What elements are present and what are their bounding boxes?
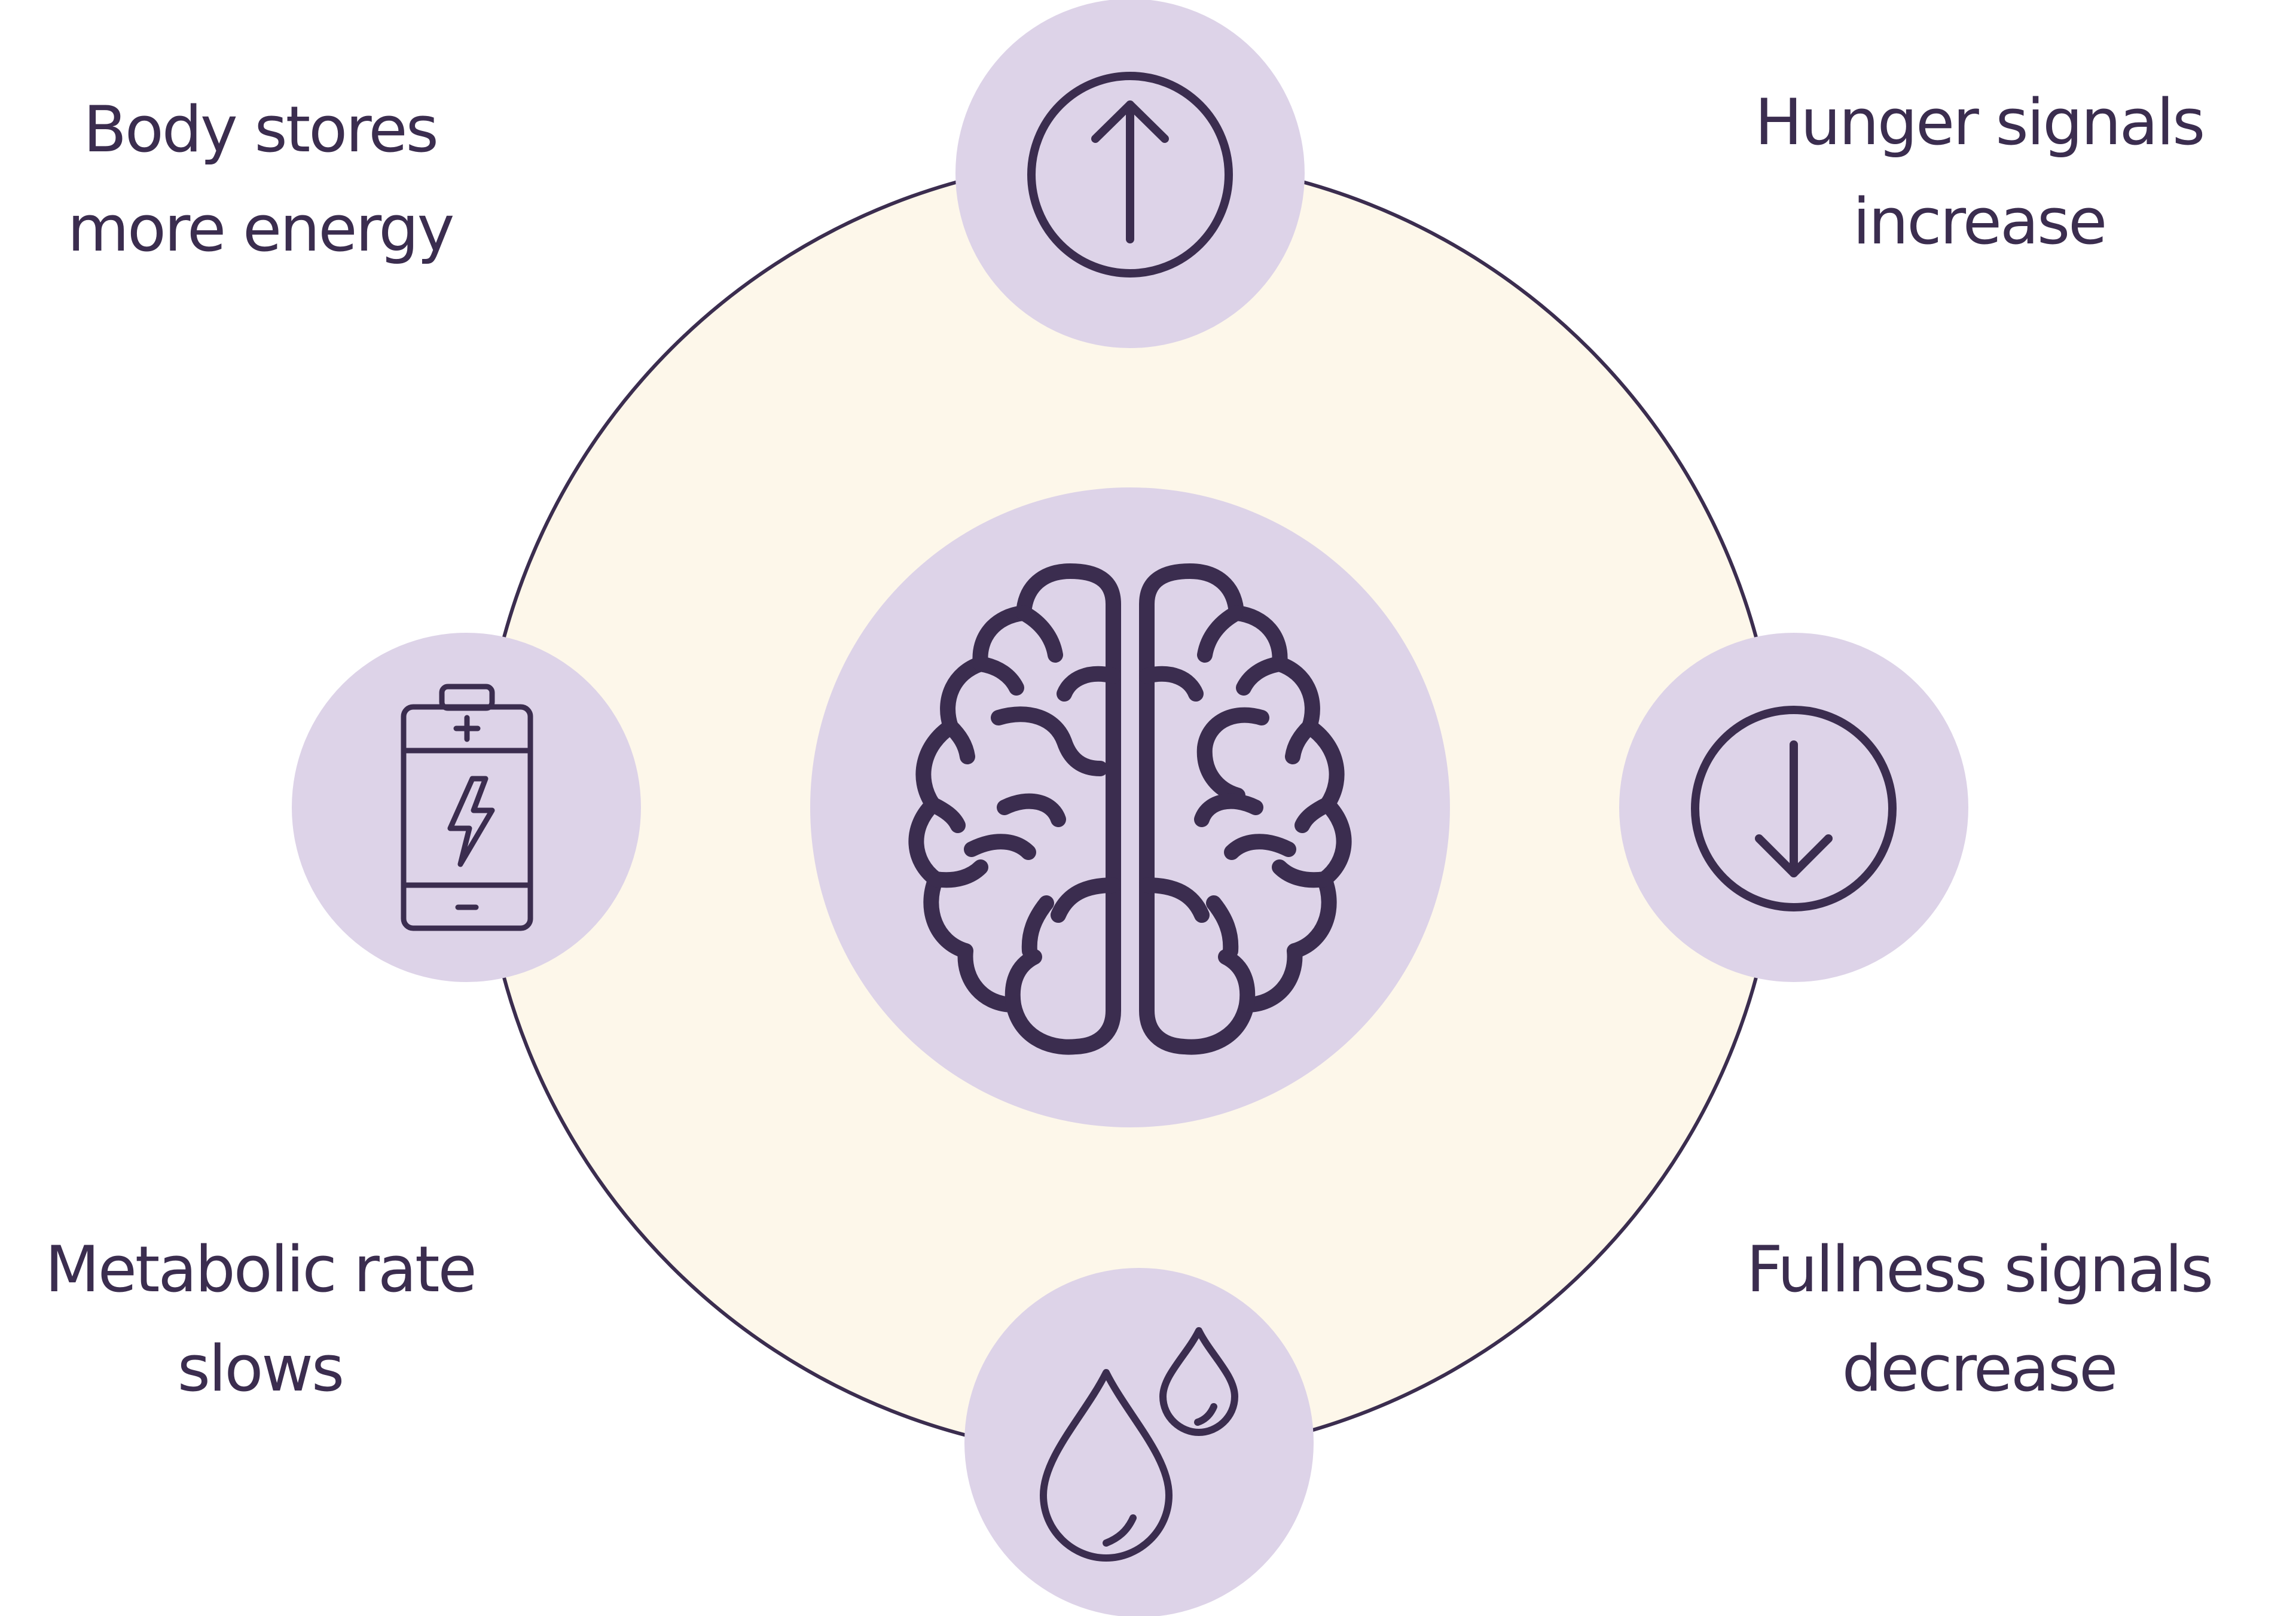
label-fullness-signals-decrease: Fullness signals decrease [1710, 1220, 2248, 1419]
label-line: Fullness signals [1746, 1233, 2214, 1306]
label-line: decrease [1842, 1332, 2118, 1405]
arrow-down-circle-icon [1691, 706, 1897, 911]
label-line: Hunger signals [1754, 86, 2206, 159]
label-line: more energy [67, 192, 455, 266]
center-node [810, 487, 1450, 1127]
label-metabolic-rate-slows: Metabolic rate slows [0, 1220, 529, 1419]
water-drops-icon [1040, 1327, 1238, 1562]
label-hunger-signals-increase: Hunger signals increase [1710, 73, 2248, 272]
right-node [1619, 633, 1968, 982]
label-line: slows [177, 1332, 344, 1405]
arrow-up-circle-icon [1027, 72, 1233, 278]
top-node [955, 0, 1305, 348]
label-line: increase [1852, 185, 2108, 258]
battery-bolt-icon [401, 684, 533, 931]
left-node [292, 633, 641, 982]
bottom-node [964, 1268, 1314, 1616]
label-line: Body stores [83, 93, 439, 166]
brain-icon [908, 563, 1352, 1055]
label-line: Metabolic rate [45, 1233, 477, 1306]
label-body-stores-more-energy: Body stores more energy [0, 80, 529, 279]
